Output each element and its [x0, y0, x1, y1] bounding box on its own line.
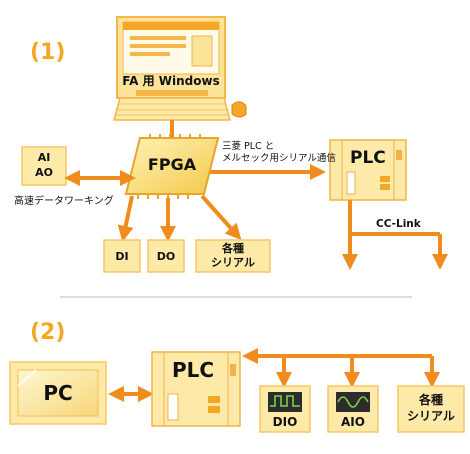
mouse-icon [231, 101, 247, 118]
comm-label: 三菱 PLC と メルセック用シリアル通信 [222, 141, 336, 164]
aio-label: AIO [341, 415, 365, 429]
serial-label-1: 各種 シリアル [211, 242, 255, 269]
monitor-icon [116, 16, 226, 99]
di-label: DI [115, 250, 129, 263]
section-1-label: (1) [30, 40, 66, 65]
serial-box-2 [397, 385, 465, 433]
plc-label-2: PLC [172, 358, 215, 382]
plc-label-1: PLC [350, 148, 386, 168]
fpga-label: FPGA [147, 155, 197, 174]
aiao-label: AI AO [35, 151, 53, 179]
aio-module [327, 385, 379, 433]
serial-label-2: 各種 シリアル [407, 393, 455, 423]
dio-module [259, 385, 311, 433]
plc-unit-1-icon [329, 139, 407, 201]
do-box [147, 239, 185, 273]
di-box [103, 239, 141, 273]
pc-box [9, 361, 107, 425]
plc-unit-2-icon [151, 351, 241, 427]
monitor-label: FA 用 Windows [122, 74, 220, 88]
cclink-label: CC-Link [376, 218, 421, 230]
serial-box-1 [195, 239, 271, 273]
keyboard-icon [113, 97, 231, 121]
aiao-box [21, 146, 67, 186]
networking-label: 高速データワーキング [14, 196, 114, 207]
section-2-label: (2) [30, 320, 66, 345]
dio-label: DIO [272, 415, 298, 429]
do-label: DO [156, 250, 176, 263]
pc-label: PC [43, 381, 73, 405]
